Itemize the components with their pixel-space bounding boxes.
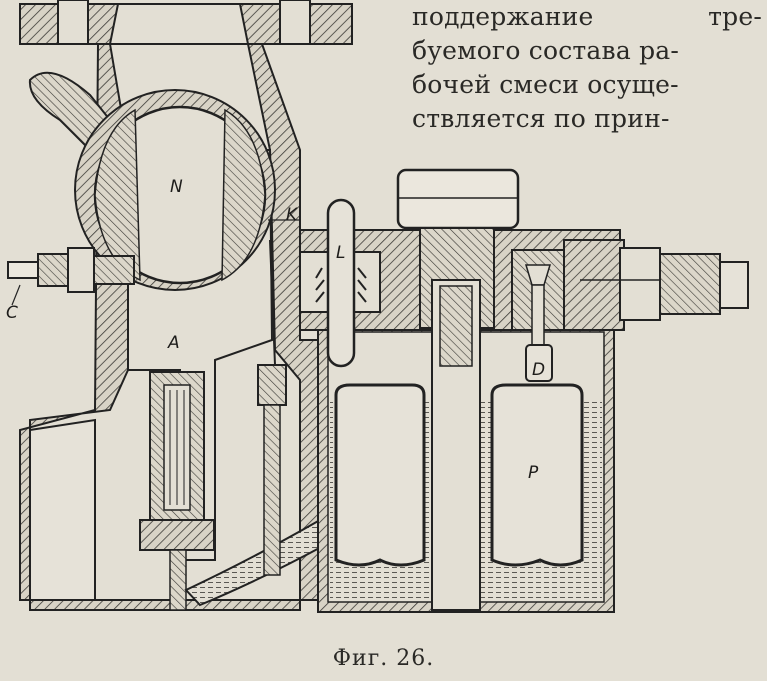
adjusting-screw: C	[6, 247, 135, 323]
label-a: A	[167, 333, 180, 353]
text-line-3: бочей смеси осуще-	[412, 70, 679, 99]
body-text: поддержание тре- буемого состава ра- боч…	[412, 0, 762, 136]
top-flange	[19, 0, 353, 45]
figure-caption: Фиг. 26.	[332, 646, 435, 671]
label-k: K	[286, 205, 299, 225]
needle-valve: D	[511, 249, 565, 382]
label-d: D	[532, 360, 545, 380]
text-line-2: буемого состава ра-	[412, 36, 680, 65]
text-word: поддержание	[412, 2, 594, 31]
main-jet	[139, 371, 215, 611]
label-c: C	[6, 303, 18, 323]
tickler-pin: L	[315, 198, 367, 368]
label-p: P	[528, 463, 539, 483]
text-word: тре-	[708, 2, 762, 31]
throttle-valve: N	[74, 89, 276, 291]
fuel-inlet	[563, 239, 749, 331]
idle-tube: K	[257, 205, 301, 576]
center-stud	[396, 168, 520, 611]
label-l: L	[336, 243, 345, 263]
text-line-1: поддержание тре-	[412, 0, 762, 34]
carburetor-diagram: N C A K	[6, 0, 749, 613]
text-line-4: ствляется по прин-	[412, 104, 670, 133]
label-n: N	[170, 177, 183, 197]
float: P	[334, 383, 584, 567]
